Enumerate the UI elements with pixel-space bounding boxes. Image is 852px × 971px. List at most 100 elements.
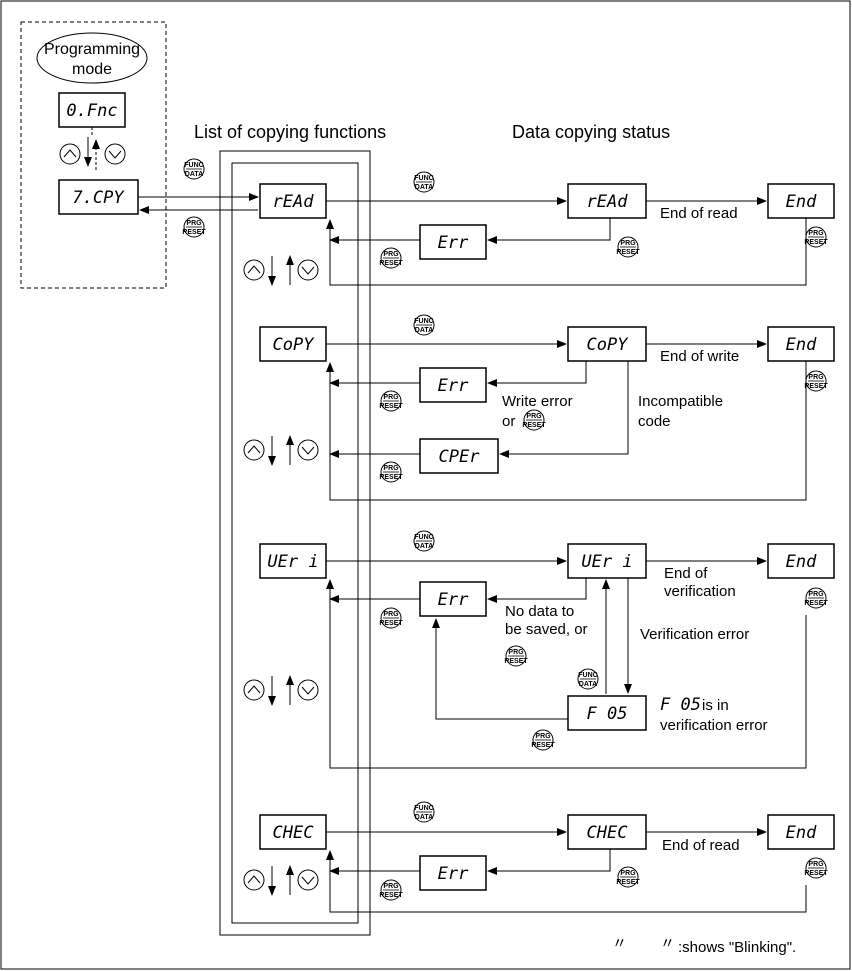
display-end-verif [767, 543, 835, 579]
prg-reset-button-read-err: PRG RESET [616, 236, 640, 258]
svg-text:RESET: RESET [616, 249, 640, 256]
label-blinking-note: :shows "Blinking". [678, 939, 796, 956]
svg-text:FUNC: FUNC [578, 672, 597, 679]
functions-list-frame [219, 150, 371, 936]
display-err-copy-text: Err [438, 376, 469, 396]
display-chec-blink-text: CHEC [587, 823, 629, 843]
prg-reset-button-cper-back: PRG RESET [379, 461, 403, 483]
display-end-write [767, 326, 835, 362]
label-end-of-read-2: End of read [662, 837, 740, 854]
up-down-keys-2 [243, 435, 319, 466]
svg-text:RESET: RESET [804, 600, 828, 607]
svg-text:RESET: RESET [379, 260, 403, 267]
label-no-data-2: be saved, or [505, 621, 588, 638]
label-incompatible-2: code [638, 413, 671, 430]
svg-text:PRG: PRG [186, 220, 202, 227]
func-data-button-veri: FUNC DATA [413, 530, 435, 552]
prg-reset-button-end-write: PRG RESET [804, 370, 828, 392]
svg-text:DATA: DATA [415, 543, 433, 550]
svg-text:PRG: PRG [383, 394, 399, 401]
svg-text:RESET: RESET [531, 742, 555, 749]
display-f05 [567, 695, 647, 731]
label-no-data-1: No data to [505, 603, 574, 620]
display-end-read-text: End [786, 192, 817, 212]
display-err-read-text: Err [438, 233, 469, 253]
prg-reset-button-top: PRG RESET [182, 216, 206, 238]
display-end-verif-text: End [786, 552, 817, 572]
programming-mode-line2: mode [72, 61, 112, 78]
display-end-read [767, 183, 835, 219]
svg-text:RESET: RESET [379, 892, 403, 899]
display-veri-blink-text: UEr i [581, 552, 632, 572]
svg-text:DATA: DATA [415, 814, 433, 821]
svg-text:PRG: PRG [620, 240, 636, 247]
display-err-copy [419, 367, 487, 403]
svg-text:PRG: PRG [808, 374, 824, 381]
display-cper-text: CPEr [439, 447, 481, 467]
label-or: or [502, 413, 515, 430]
svg-text:PRG: PRG [808, 591, 824, 598]
svg-text:RESET: RESET [522, 422, 546, 429]
svg-text:RESET: RESET [804, 870, 828, 877]
display-err-read [419, 224, 487, 260]
prg-reset-button-end-read: PRG RESET [804, 226, 828, 248]
label-end-of-read: End of read [660, 205, 738, 222]
prg-reset-button-end-chec: PRG RESET [804, 857, 828, 879]
label-verif-err-line: verification error [660, 717, 768, 734]
svg-text:RESET: RESET [379, 474, 403, 481]
display-end-write-text: End [786, 335, 817, 355]
prg-reset-button-veri-back: PRG RESET [379, 607, 403, 629]
svg-text:PRG: PRG [383, 611, 399, 618]
display-err-veri-text: Err [438, 590, 469, 610]
label-verification-error: Verification error [640, 626, 749, 643]
prg-reset-button-copy-back: PRG RESET [379, 390, 403, 412]
func-data-button-copy: FUNC DATA [413, 314, 435, 336]
up-down-keys-4 [243, 865, 319, 896]
prg-reset-button-f05: PRG RESET [531, 729, 555, 751]
label-is-in: is in [702, 697, 729, 714]
svg-text:FUNC: FUNC [414, 534, 433, 541]
svg-text:PRG: PRG [808, 230, 824, 237]
func-data-button-f05: FUNC DATA [577, 668, 599, 690]
svg-text:DATA: DATA [579, 681, 597, 688]
svg-text:FUNC: FUNC [184, 162, 203, 169]
svg-text:RESET: RESET [804, 239, 828, 246]
svg-text:DATA: DATA [185, 171, 203, 178]
prg-reset-button-write-err: PRG RESET [522, 409, 546, 431]
svg-text:FUNC: FUNC [414, 805, 433, 812]
label-incompatible-1: Incompatible [638, 393, 723, 410]
svg-text:DATA: DATA [415, 327, 433, 334]
display-veri-text: UEr i [267, 552, 318, 572]
svg-text:PRG: PRG [383, 251, 399, 258]
label-end-of-verif-1: End of [664, 565, 708, 582]
display-0fnc-text: 0.Fnc [66, 101, 117, 121]
display-end-chec [767, 814, 835, 850]
display-7cpy-text: 7.CPY [72, 188, 125, 208]
svg-text:PRG: PRG [383, 883, 399, 890]
svg-text:PRG: PRG [383, 465, 399, 472]
display-chec-text: CHEC [273, 823, 315, 843]
blink-quote-left: 〃 [612, 934, 627, 952]
svg-text:PRG: PRG [808, 861, 824, 868]
functions-list-inner [231, 162, 359, 924]
label-end-of-verif-2: verification [664, 583, 736, 600]
programming-mode-box [20, 21, 167, 289]
svg-text:PRG: PRG [508, 649, 524, 656]
prg-reset-button-no-data: PRG RESET [504, 645, 528, 667]
svg-text:PRG: PRG [535, 733, 551, 740]
up-down-keys-3 [243, 675, 319, 706]
display-copy-blink-text: CoPY [587, 335, 630, 355]
svg-text:RESET: RESET [504, 658, 528, 665]
blink-quote-right: 〃 [660, 934, 675, 952]
func-data-button-top: FUNC DATA [183, 158, 205, 180]
func-data-button-read: FUNC DATA [413, 171, 435, 193]
svg-text:RESET: RESET [182, 229, 206, 236]
up-down-keys-pm [59, 137, 126, 170]
display-copy-text: CoPY [273, 335, 316, 355]
title-status: Data copying status [512, 122, 670, 142]
svg-text:FUNC: FUNC [414, 318, 433, 325]
display-cper [419, 438, 499, 474]
label-end-of-write: End of write [660, 348, 739, 365]
prg-reset-button-read-back: PRG RESET [379, 247, 403, 269]
